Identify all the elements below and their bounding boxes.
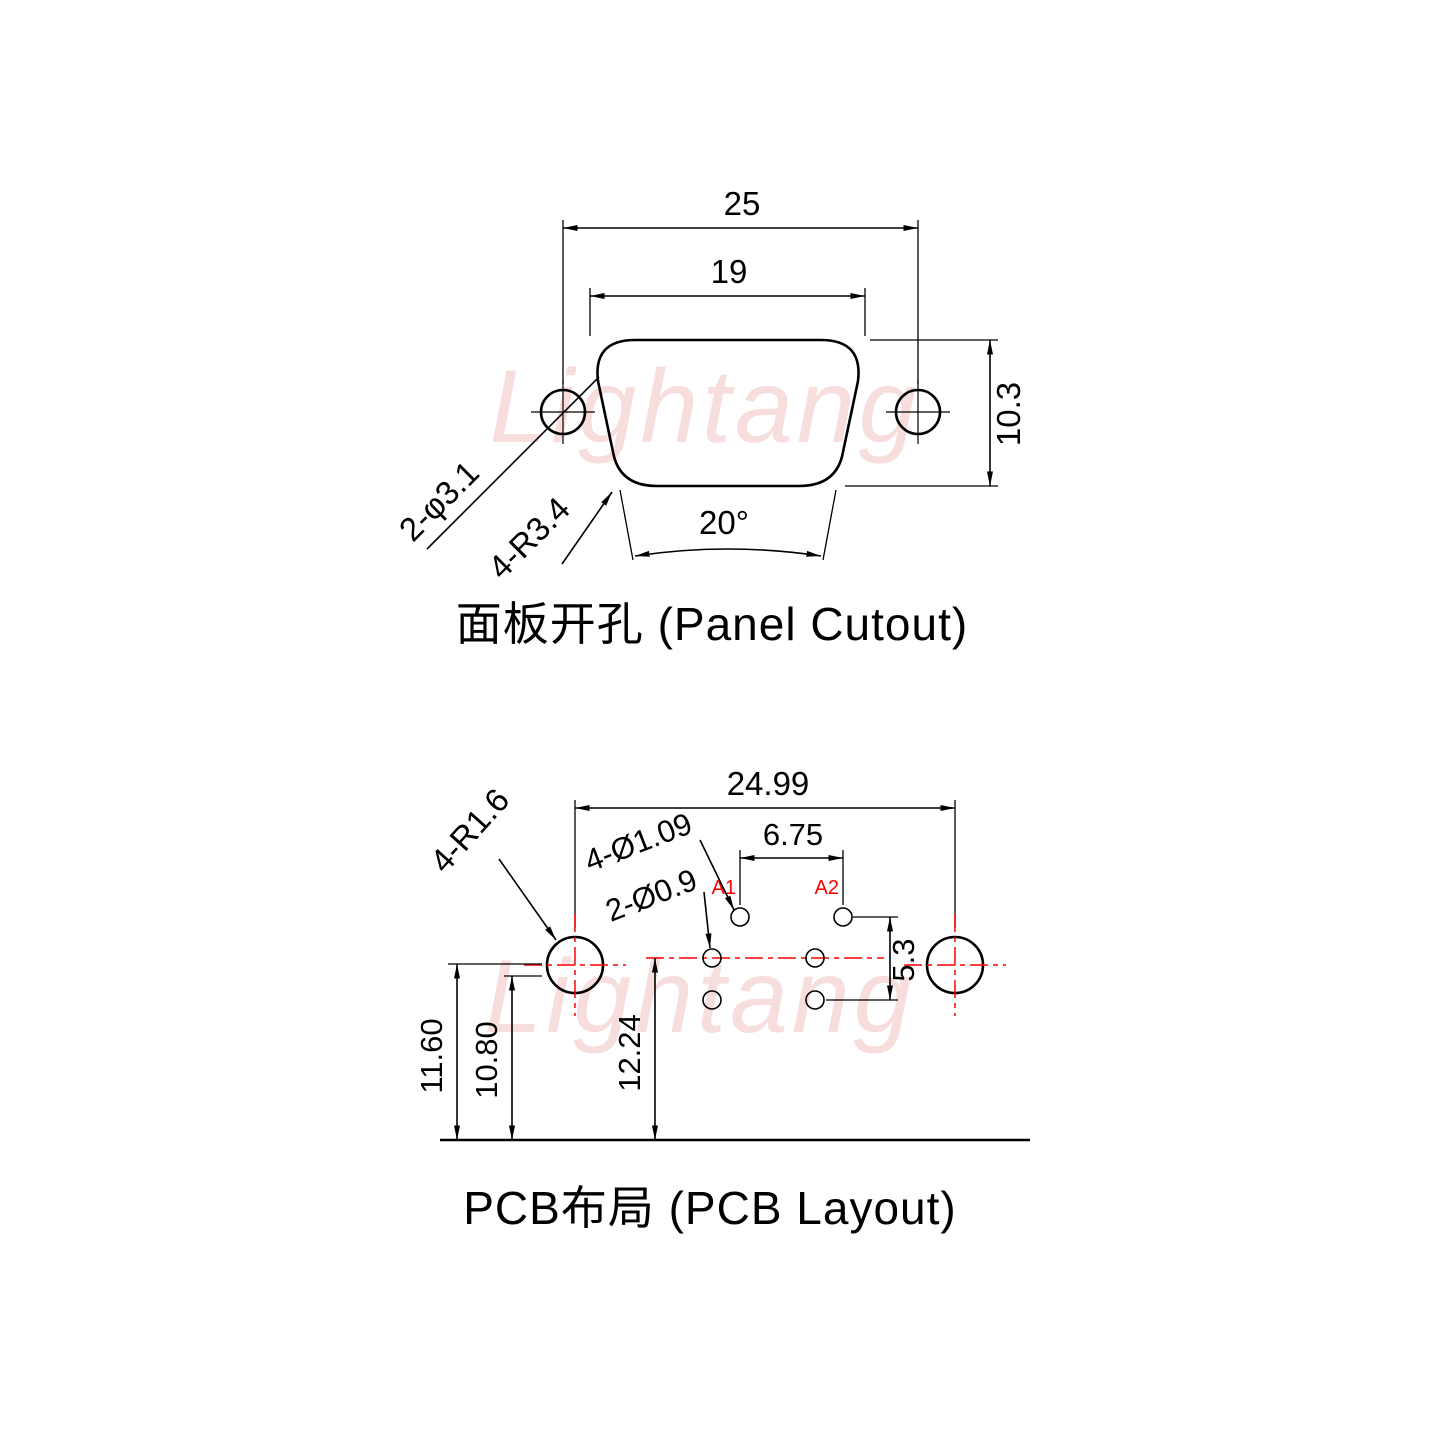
angle-arc bbox=[634, 548, 822, 557]
pcb-mount-hole-right bbox=[904, 914, 1006, 1016]
leader-line bbox=[699, 839, 735, 911]
leader-line bbox=[426, 376, 600, 550]
panel-cutout-title: 面板开孔 (Panel Cutout) bbox=[456, 598, 968, 650]
pcb-mount-hole-left bbox=[524, 914, 626, 1016]
watermark-bottom: Lightang bbox=[484, 939, 915, 1055]
dim-width-outer: 25 bbox=[724, 185, 761, 222]
pin-label-a2: A2 bbox=[815, 877, 839, 899]
dim-width-inner: 19 bbox=[711, 253, 748, 290]
dsub-cutout-outline bbox=[596, 338, 860, 488]
label-corner-radius: 4-R3.4 bbox=[481, 490, 577, 586]
dim-pin-span: 6.75 bbox=[763, 817, 823, 852]
pcb-layout-view: Lightang 24.99 A1 A2 bbox=[414, 765, 1030, 1234]
dim-edge-to-row: 10.80 bbox=[469, 1021, 504, 1099]
pcb-layout-title: PCB布局 (PCB Layout) bbox=[463, 1182, 956, 1234]
label-side-holes: 2-φ3.1 bbox=[392, 454, 486, 548]
panel-hole-right bbox=[886, 380, 950, 444]
signal-hole-a2 bbox=[805, 948, 825, 968]
extension-line bbox=[619, 489, 634, 561]
signal-hole-a1 bbox=[702, 948, 722, 968]
ground-hole bbox=[702, 990, 722, 1010]
extension-line bbox=[822, 489, 837, 561]
ground-hole bbox=[833, 907, 853, 927]
watermark-top: Lightang bbox=[489, 349, 920, 465]
label-signal-holes: 2-Ø0.9 bbox=[601, 862, 702, 929]
ground-hole bbox=[730, 907, 750, 927]
leader-line bbox=[703, 891, 712, 949]
dim-row-span: 5.3 bbox=[886, 938, 921, 981]
dim-height: 10.3 bbox=[990, 382, 1027, 446]
panel-cutout-view: Lightang 25 19 10.3 2 bbox=[392, 185, 1027, 650]
leader-line bbox=[561, 491, 613, 565]
ground-hole bbox=[805, 990, 825, 1010]
dim-edge-to-center: 12.24 bbox=[612, 1014, 647, 1092]
dim-mount-span: 24.99 bbox=[727, 765, 810, 802]
dim-edge-to-mount: 11.60 bbox=[414, 1018, 449, 1093]
leader-line bbox=[498, 858, 557, 941]
dim-angle: 20° bbox=[699, 504, 749, 541]
